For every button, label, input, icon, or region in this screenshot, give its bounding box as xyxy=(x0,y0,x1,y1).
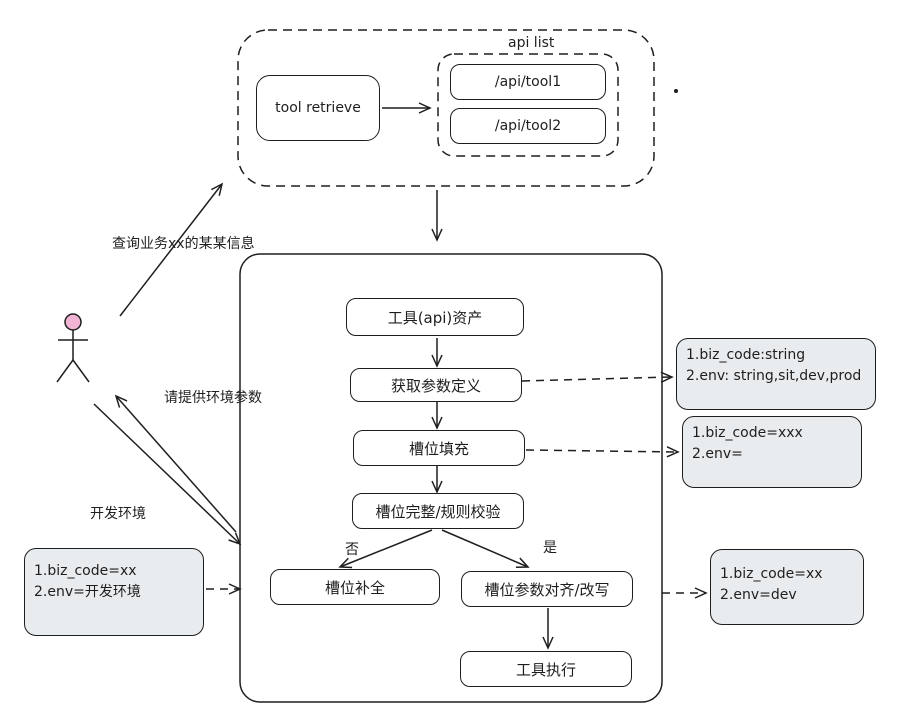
stray-dot xyxy=(674,89,678,93)
arrow-fill-to-note xyxy=(525,446,680,458)
note-line: 1.biz_code=xx xyxy=(720,566,823,582)
note-line: 1.biz_code=xx xyxy=(34,563,137,579)
api-list-title: api list xyxy=(508,35,555,51)
aligned-values-note: 1.biz_code=xx 2.env=dev xyxy=(710,549,864,625)
slot-align-box: 槽位参数对齐/改写 xyxy=(461,571,633,607)
note-line: 2.env=dev xyxy=(720,587,797,603)
note-line: 1.biz_code:string xyxy=(686,347,806,363)
arrow-params-to-note xyxy=(521,371,674,383)
arrow-ask-env xyxy=(114,394,237,533)
user-input-note: 1.biz_code=xx 2.env=开发环境 xyxy=(24,548,204,636)
slot-check-box: 槽位完整/规则校验 xyxy=(352,493,524,529)
note-line: 1.biz_code=xxx xyxy=(692,425,803,441)
query-label: 查询业务xx的某某信息 xyxy=(112,236,255,252)
arrow-actor-query xyxy=(119,182,224,317)
get-params-box: 获取参数定义 xyxy=(350,368,522,402)
note-line: 2.env= xyxy=(692,446,743,462)
dev-env-label: 开发环境 xyxy=(90,506,146,522)
arrow-actor-to-process xyxy=(93,403,242,546)
tool-retrieve-box: tool retrieve xyxy=(256,75,380,141)
note-line: 2.env=开发环境 xyxy=(34,584,141,600)
process-frame xyxy=(239,253,663,703)
note-line: 2.env: string,sit,dev,prod xyxy=(686,368,862,384)
slot-values-note: 1.biz_code=xxx 2.env= xyxy=(682,416,862,488)
retrieve-group-frame xyxy=(237,29,655,187)
stick-figure-icon xyxy=(56,313,90,383)
api-tool1-box: /api/tool1 xyxy=(450,64,606,100)
tool-execute-box: 工具执行 xyxy=(460,651,632,687)
arrow-check-to-complete xyxy=(338,529,433,569)
branch-yes-label: 是 xyxy=(543,540,557,556)
param-def-note: 1.biz_code:string 2.env: string,sit,dev,… xyxy=(676,338,876,410)
tool-assets-box: 工具(api)资产 xyxy=(346,298,524,336)
slot-complete-box: 槽位补全 xyxy=(270,569,440,605)
api-tool2-box: /api/tool2 xyxy=(450,108,606,144)
slot-fill-box: 槽位填充 xyxy=(353,430,525,466)
arrow-check-to-align xyxy=(441,529,530,568)
ask-env-label: 请提供环境参数 xyxy=(164,390,262,406)
branch-no-label: 否 xyxy=(345,542,359,558)
